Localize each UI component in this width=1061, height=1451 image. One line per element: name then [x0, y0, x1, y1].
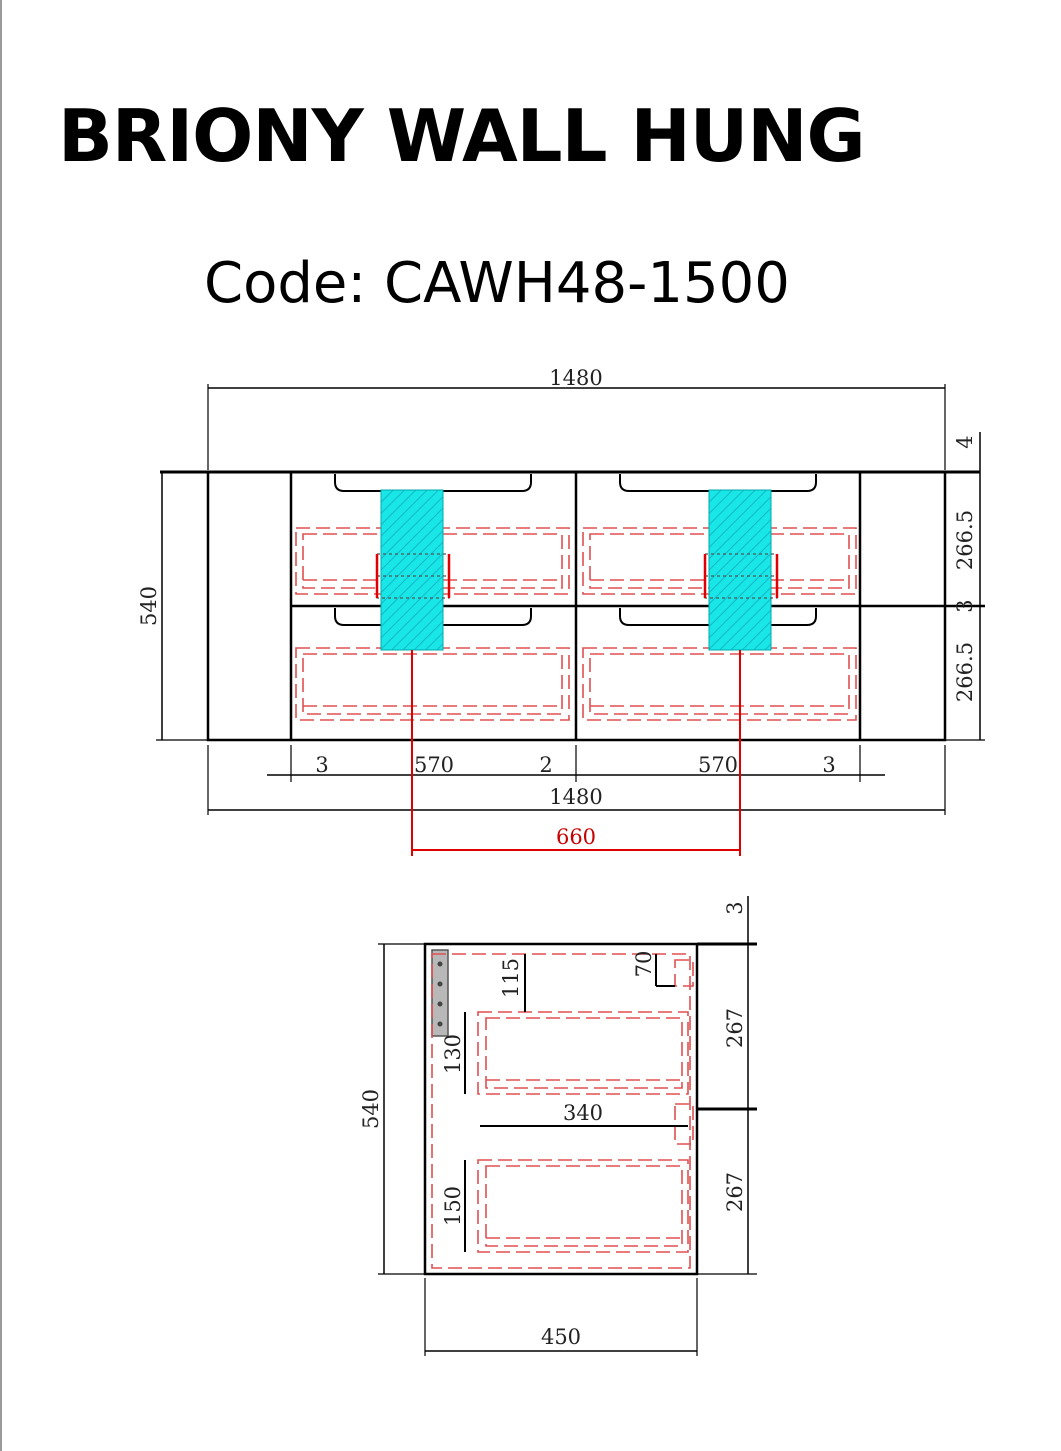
- side-height-dimension: 540: [359, 944, 385, 1274]
- side-height-label: 540: [359, 1089, 383, 1129]
- front-view: 1480: [137, 366, 985, 856]
- front-gap-left-label: 3: [315, 753, 328, 777]
- side-top-gap-label: 3: [723, 901, 747, 914]
- lower-inner-label: 150: [441, 1186, 465, 1226]
- side-drawer-boxes: [431, 953, 694, 1269]
- front-width-top-dimension: 1480: [207, 366, 946, 470]
- front-width-bottom-label: 1480: [549, 785, 602, 809]
- page-left-edge: [0, 0, 2, 1451]
- upper-cutout-label: 115: [499, 958, 523, 998]
- wall-bracket: [431, 949, 449, 1037]
- front-height-label: 540: [137, 586, 161, 626]
- waste-centre-dimension: 660: [411, 650, 741, 856]
- side-drawer-lower-label: 267: [723, 1172, 747, 1212]
- side-cabinet: [378, 942, 757, 1276]
- front-right-dimensions: 4 266.5 3 266.5: [945, 432, 985, 741]
- front-drawer-width-right-label: 570: [698, 753, 738, 777]
- product-code: Code: CAWH48-1500: [204, 251, 790, 316]
- front-width-top-label: 1480: [549, 366, 602, 390]
- notch-label: 70: [632, 951, 656, 978]
- upper-inner-label: 130: [441, 1034, 465, 1074]
- waste-centre-label: 660: [556, 825, 596, 849]
- front-drawer-upper-label: 266.5: [953, 510, 977, 570]
- front-drawer-lower-label: 266.5: [953, 642, 977, 702]
- side-internal-dimensions: 115 70 130 340 150: [441, 951, 688, 1252]
- front-cabinet: [160, 470, 985, 742]
- side-view: 540 3 267 267 115 70 130 340 150: [359, 896, 757, 1356]
- front-width-bottom-dimension: 1480: [207, 745, 946, 815]
- page-title: BRIONY WALL HUNG: [58, 94, 866, 178]
- side-depth-dimension: 450: [424, 1278, 698, 1356]
- front-height-dimension: 540: [137, 472, 210, 741]
- side-right-dimensions: 3 267 267: [723, 896, 749, 1274]
- front-gap-center-label: 2: [539, 753, 552, 777]
- side-drawer-upper-label: 267: [723, 1008, 747, 1048]
- front-drawer-width-dimensions: 3 570 2 570 3: [267, 745, 885, 782]
- front-top-gap-label: 4: [953, 435, 977, 448]
- front-middle-gap-label: 3: [953, 599, 977, 612]
- front-drawer-width-left-label: 570: [414, 753, 454, 777]
- lower-drawer-depth-label: 340: [563, 1101, 603, 1125]
- front-gap-right-label: 3: [822, 753, 835, 777]
- side-depth-label: 450: [541, 1325, 581, 1349]
